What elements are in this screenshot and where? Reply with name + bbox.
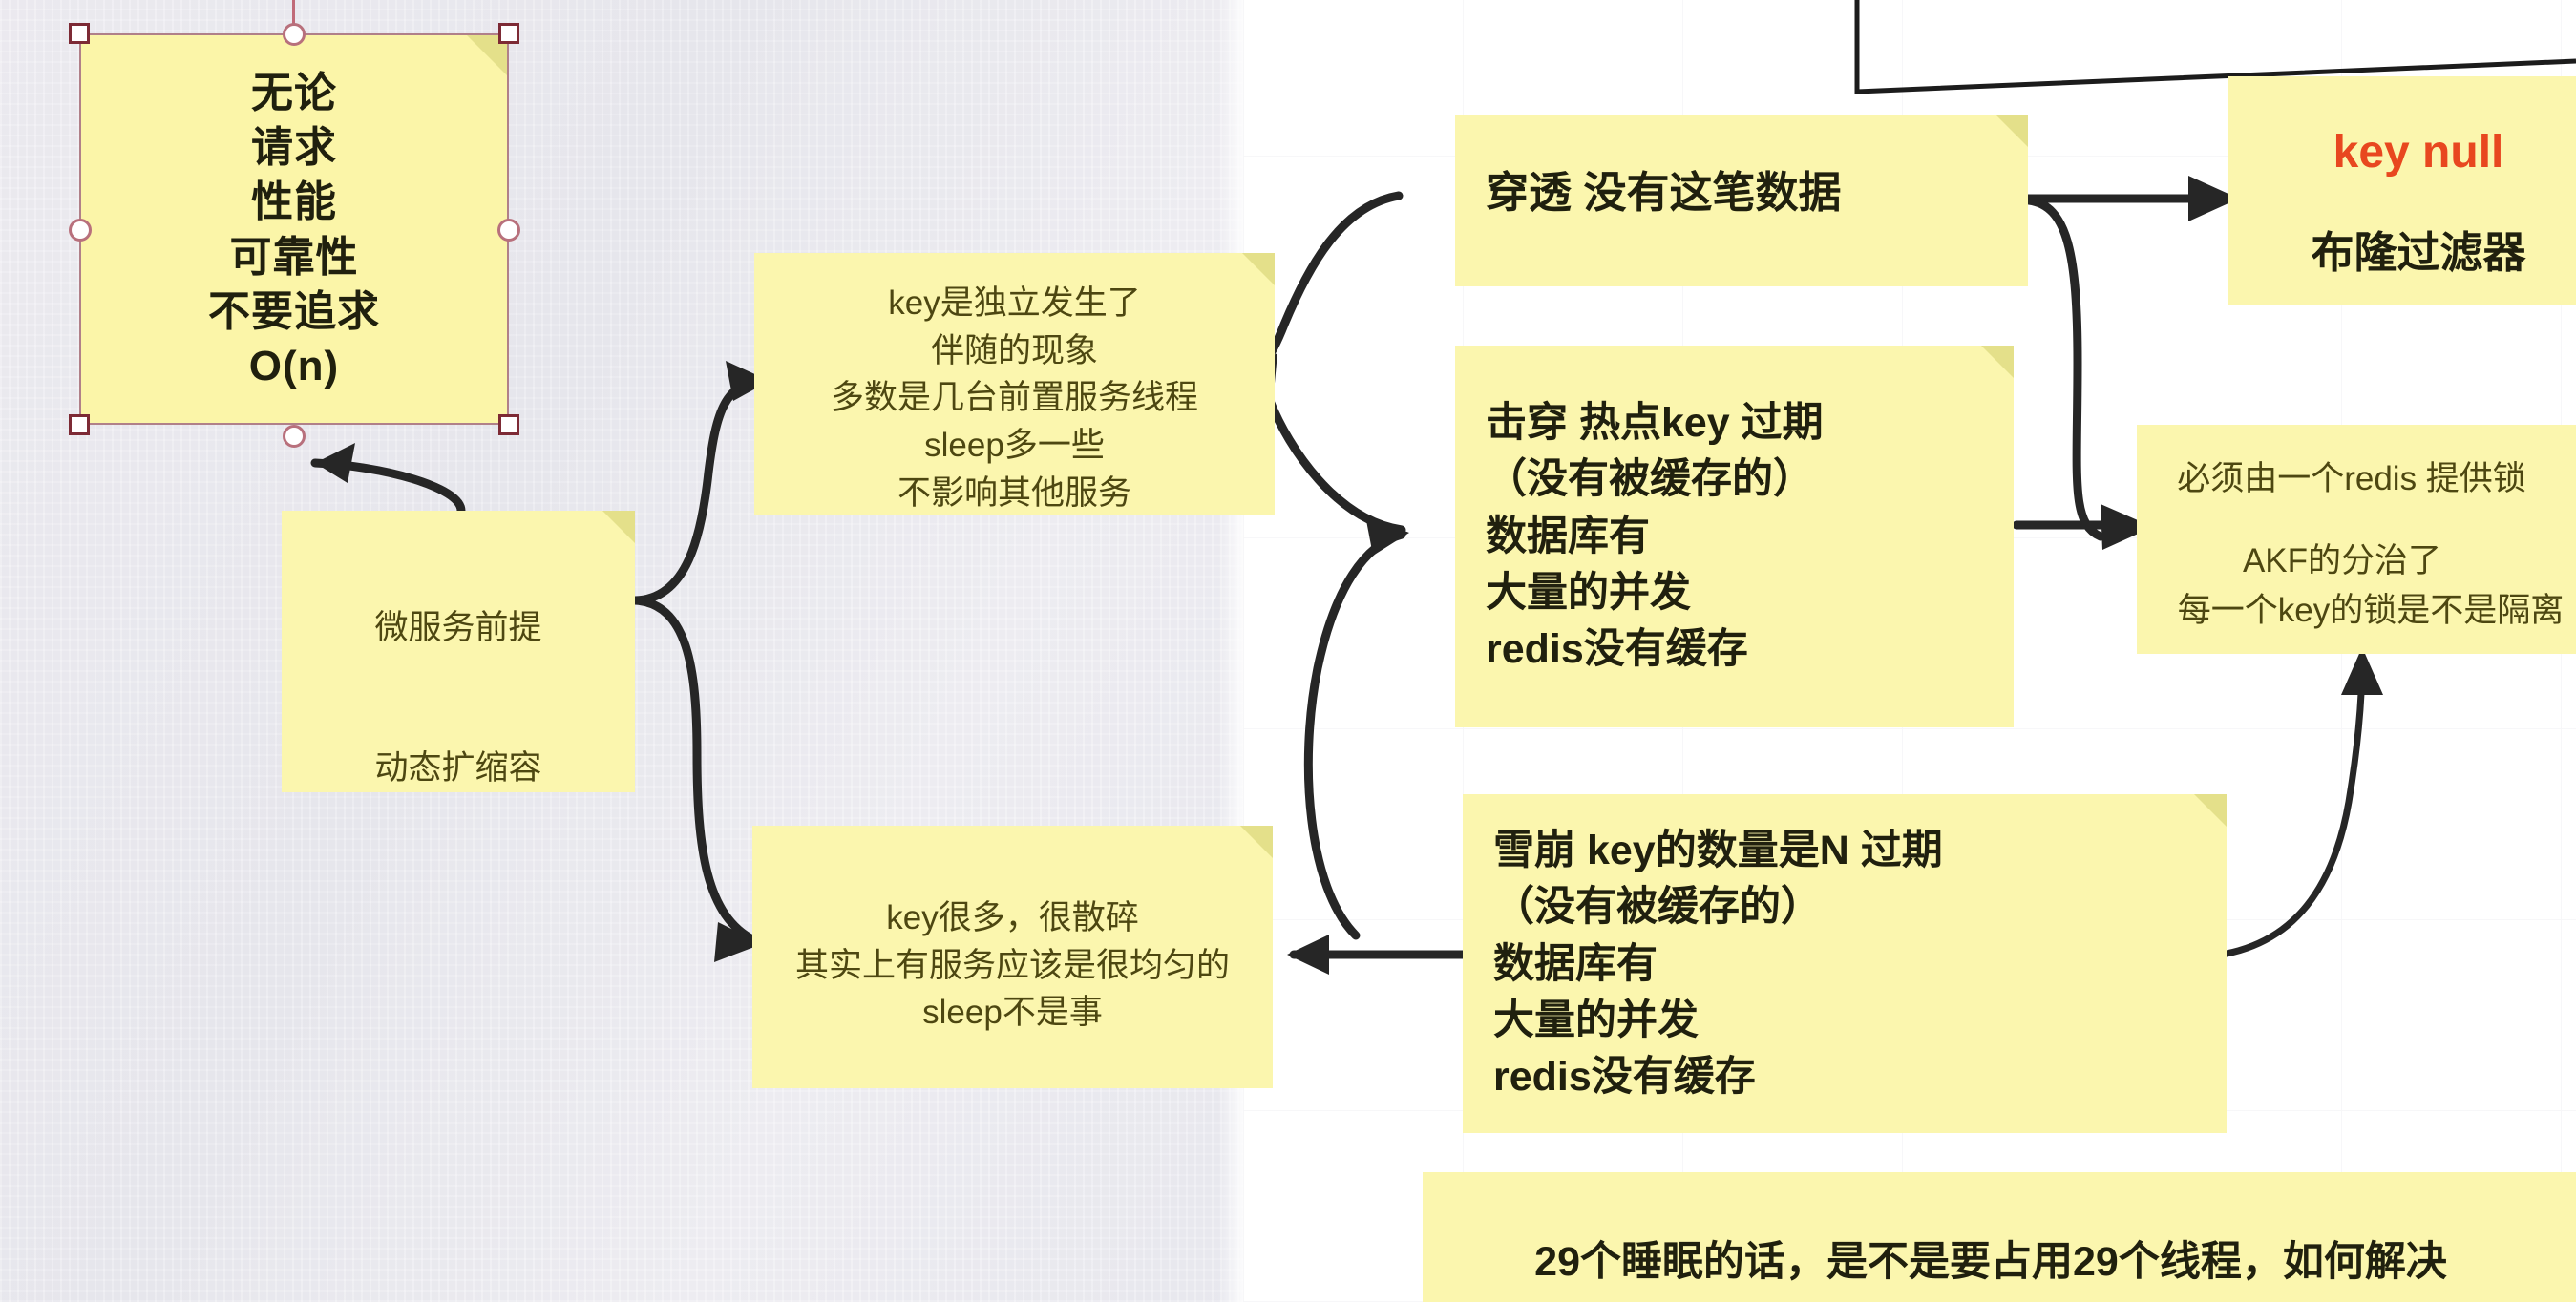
arrow-head-redis-lock: [2101, 504, 2153, 550]
link-microservice-to-key-independent: [630, 377, 769, 605]
resize-handle-top-left[interactable]: [69, 23, 90, 44]
note-microservice[interactable]: 微服务前提 动态扩缩容: [282, 511, 635, 792]
note-redis-lock[interactable]: 必须由一个redis 提供锁 AKF的分治了 每一个key的锁是不是隔离: [2137, 425, 2576, 654]
arrow-head-bloom: [2188, 176, 2239, 221]
arrow-head-key-scattered: [714, 922, 762, 962]
note-fold-icon: [1995, 115, 2028, 147]
resize-handle-bottom-left[interactable]: [69, 414, 90, 435]
note-key-independent-text: key是独立发生了 伴随的现象 多数是几台前置服务线程 sleep多一些 不影响…: [830, 284, 1198, 512]
note-sleep-question[interactable]: 29个睡眠的话，是不是要占用29个线程，如何解决: [1423, 1172, 2576, 1302]
note-penetration[interactable]: 穿透 没有这笔数据: [1455, 115, 2028, 286]
rotate-stem: [292, 0, 295, 34]
link-curve-to-breakdown: [1303, 530, 1406, 940]
resize-handle-right-center[interactable]: [497, 219, 520, 242]
note-penetration-text: 穿透 没有这笔数据: [1486, 168, 1842, 217]
link-avalanche-to-redis-lock: [2183, 655, 2366, 961]
arrow-head-key-scattered-right: [1287, 934, 1329, 975]
arrow-head-key-independent: [726, 361, 770, 401]
note-fold-icon: [1242, 253, 1275, 285]
note-avalanche[interactable]: 雪崩 key的数量是N 过期 （没有被缓存的） 数据库有 大量的并发 redis…: [1463, 794, 2227, 1133]
resize-handle-bottom-right[interactable]: [498, 414, 519, 435]
note-breakdown-text: 击穿 热点key 过期 （没有被缓存的） 数据库有 大量的并发 redis没有缓…: [1486, 400, 1824, 673]
note-bloom-title: key null: [2333, 127, 2504, 178]
link-microservice-to-key-scattered: [630, 596, 759, 945]
note-key-scattered[interactable]: key很多，很散碎 其实上有服务应该是很均匀的 sleep不是事: [752, 826, 1273, 1088]
note-principles[interactable]: 无论 请求 性能 可靠性 不要追求 O(n): [79, 33, 509, 425]
note-principles-text: 无论 请求 性能 可靠性 不要追求 O(n): [208, 70, 380, 389]
note-sleep-question-text: 29个睡眠的话，是不是要占用29个线程，如何解决: [1534, 1239, 2447, 1285]
note-key-scattered-text: key很多，很散碎 其实上有服务应该是很均匀的 sleep不是事: [794, 899, 1230, 1032]
note-redis-lock-line2: AKF的分治了: [2242, 542, 2442, 579]
resize-handle-bottom-center[interactable]: [283, 425, 306, 448]
resize-handle-top-right[interactable]: [498, 23, 519, 44]
arrow-head-breakdown-left: [1365, 515, 1409, 556]
link-penetration-to-redis-lock: [2024, 196, 2105, 541]
note-redis-lock-line3: 每一个key的锁是不是隔离: [2177, 592, 2565, 629]
resize-handle-top-center[interactable]: [283, 23, 306, 46]
note-microservice-text: 微服务前提 动态扩缩容: [374, 609, 542, 787]
resize-handle-left-center[interactable]: [69, 219, 92, 242]
note-fold-icon: [1240, 826, 1273, 858]
note-key-independent[interactable]: key是独立发生了 伴随的现象 多数是几台前置服务线程 sleep多一些 不影响…: [754, 253, 1275, 515]
note-fold-icon: [1981, 346, 2014, 378]
note-bloom-subtitle: 布隆过滤器: [2311, 228, 2526, 277]
note-avalanche-text: 雪崩 key的数量是N 过期 （没有被缓存的） 数据库有 大量的并发 redis…: [1493, 828, 1943, 1101]
arrow-head-redis-lock-bottom: [2341, 647, 2383, 695]
top-frame-shape: [1854, 0, 2576, 94]
note-fold-icon: [602, 511, 635, 543]
note-bloom-filter[interactable]: key null 布隆过滤器: [2228, 76, 2576, 305]
arrow-head-to-principles: [315, 443, 355, 483]
note-fold-icon: [2194, 794, 2227, 827]
note-redis-lock-line1: 必须由一个redis 提供锁: [2177, 460, 2526, 497]
note-breakdown[interactable]: 击穿 热点key 过期 （没有被缓存的） 数据库有 大量的并发 redis没有缓…: [1455, 346, 2014, 727]
